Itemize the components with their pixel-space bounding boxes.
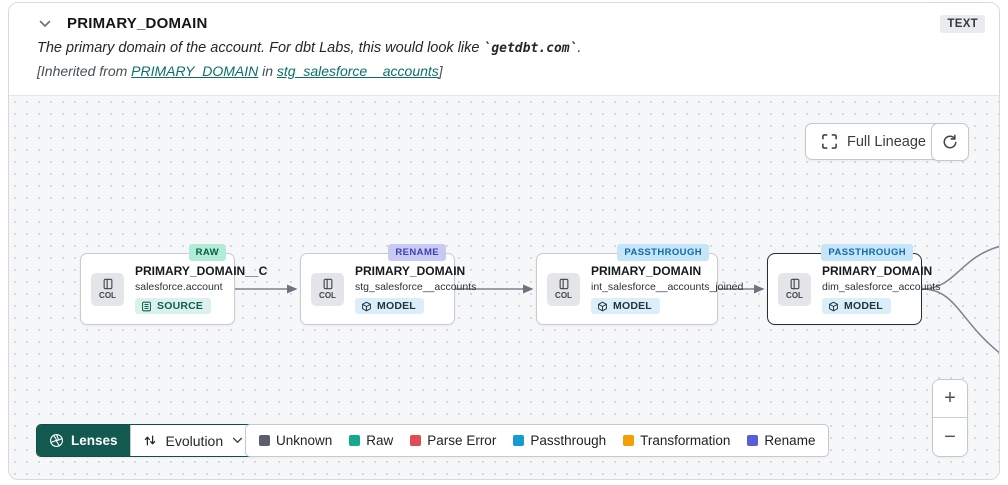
lenses-control: Lenses Evolution — [36, 424, 257, 457]
column-icon: COL — [547, 272, 580, 306]
legend-swatch — [747, 435, 759, 446]
kind-label: MODEL — [844, 300, 883, 312]
lens-aperture-icon — [50, 434, 63, 447]
zoom-controls: + − — [932, 379, 968, 457]
description-code: `getdbt.com` — [483, 41, 578, 56]
node-kind-badge: MODEL — [591, 298, 660, 314]
legend-label: Passthrough — [530, 433, 607, 448]
source-icon — [142, 301, 151, 311]
legend-item-raw: Raw — [349, 433, 393, 448]
inherited-suffix: ] — [438, 63, 443, 79]
legend-label: Parse Error — [427, 433, 497, 448]
lineage-node-int-salesforce-accounts-joined[interactable]: PASSTHROUGH COL PRIMARY_DOMAIN int_sales… — [536, 244, 743, 325]
evolution-tag: RENAME — [388, 244, 446, 261]
legend-label: Raw — [366, 433, 394, 448]
column-header: PRIMARY_DOMAIN TEXT The primary domain o… — [9, 3, 999, 94]
model-cube-icon — [829, 301, 838, 311]
lens-selected-label: Evolution — [165, 432, 224, 449]
column-description: The primary domain of the account. For d… — [37, 40, 985, 56]
evolution-tag: PASSTHROUGH — [821, 244, 913, 261]
col-label: COL — [319, 291, 336, 300]
lineage-node-stg-salesforce-accounts[interactable]: RENAME COL PRIMARY_DOMAIN stg_salesforce… — [300, 244, 476, 325]
inherited-model-link[interactable]: stg_salesforce__accounts — [276, 63, 439, 79]
evolution-legend: Unknown Raw Parse Error Passthrough Tran… — [245, 424, 830, 457]
legend-item-transformation: Transformation — [623, 433, 730, 448]
node-subtitle: salesforce.account — [135, 281, 223, 293]
node-title: PRIMARY_DOMAIN — [591, 264, 702, 278]
node-kind-badge: SOURCE — [135, 298, 212, 314]
column-lineage-panel: PRIMARY_DOMAIN TEXT The primary domain o… — [8, 2, 1000, 480]
kind-label: MODEL — [377, 300, 416, 312]
legend-item-rename: Rename — [747, 433, 815, 448]
kind-label: MODEL — [613, 300, 652, 312]
inherited-from-line: [Inherited from PRIMARY_DOMAIN in stg_sa… — [37, 63, 985, 79]
inherited-column-link[interactable]: PRIMARY_DOMAIN — [131, 63, 259, 79]
legend-label: Unknown — [276, 433, 333, 448]
column-icon: COL — [91, 272, 124, 306]
legend-swatch — [259, 435, 270, 446]
node-title: PRIMARY_DOMAIN — [355, 264, 466, 278]
inherited-middle: in — [258, 63, 277, 79]
node-kind-badge: MODEL — [822, 298, 891, 314]
legend-swatch — [623, 435, 635, 446]
zoom-out-button[interactable]: − — [933, 418, 967, 456]
legend-swatch — [513, 435, 525, 446]
node-subtitle: int_salesforce__accounts_joined — [591, 281, 744, 293]
lens-dropdown[interactable]: Evolution — [129, 425, 256, 456]
evolution-tag: RAW — [188, 244, 226, 261]
full-lineage-label: Full Lineage — [847, 133, 926, 150]
node-title: PRIMARY_DOMAIN — [822, 264, 933, 278]
kind-label: SOURCE — [157, 300, 204, 312]
node-subtitle: dim_salesforce_accounts — [822, 281, 941, 293]
column-title: PRIMARY_DOMAIN — [67, 15, 208, 32]
legend-label: Transformation — [640, 433, 731, 448]
expand-icon — [822, 134, 837, 149]
node-kind-badge: MODEL — [355, 298, 424, 314]
legend-label: Rename — [764, 433, 816, 448]
legend-item-passthrough: Passthrough — [513, 433, 606, 448]
collapse-chevron-icon[interactable] — [37, 18, 53, 30]
model-cube-icon — [362, 301, 371, 311]
legend-item-unknown: Unknown — [259, 433, 332, 448]
legend-item-parse-error: Parse Error — [410, 433, 496, 448]
lineage-canvas[interactable]: Full Lineage RAW COL PRIMARY_DOMAIN__C s… — [9, 95, 999, 479]
lenses-label: Lenses — [71, 433, 118, 448]
node-title: PRIMARY_DOMAIN__C — [135, 264, 268, 278]
col-label: COL — [99, 291, 116, 300]
column-type-badge: TEXT — [940, 15, 985, 33]
evolution-icon — [144, 435, 155, 446]
evolution-tag: PASSTHROUGH — [617, 244, 709, 261]
model-cube-icon — [598, 301, 607, 311]
lineage-node-dim-salesforce-accounts[interactable]: PASSTHROUGH COL PRIMARY_DOMAIN dim_sales… — [767, 244, 940, 325]
node-subtitle: stg_salesforce__accounts — [355, 281, 477, 293]
description-text: The primary domain of the account. For d… — [37, 40, 484, 56]
refresh-button[interactable] — [931, 123, 969, 161]
full-lineage-button[interactable]: Full Lineage — [805, 123, 942, 160]
column-icon: COL — [311, 272, 344, 306]
legend-swatch — [410, 435, 422, 446]
lineage-node-salesforce-account[interactable]: RAW COL PRIMARY_DOMAIN__C salesforce.acc… — [80, 244, 267, 325]
description-period: . — [577, 40, 582, 56]
zoom-in-button[interactable]: + — [933, 380, 967, 418]
legend-swatch — [349, 435, 361, 446]
chevron-down-icon — [232, 437, 243, 443]
col-label: COL — [555, 291, 572, 300]
lenses-button[interactable]: Lenses — [37, 425, 130, 456]
col-label: COL — [786, 291, 803, 300]
column-icon: COL — [778, 272, 811, 306]
refresh-icon — [943, 134, 957, 149]
inherited-prefix: [Inherited from — [37, 63, 132, 79]
